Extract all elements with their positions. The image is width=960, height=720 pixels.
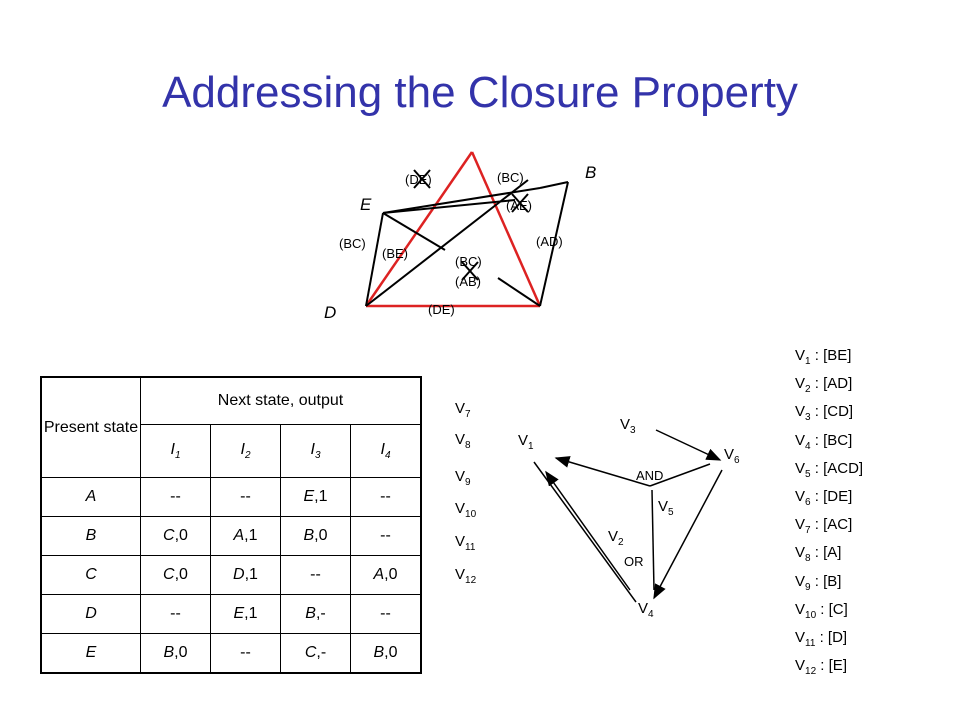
- vertex-v8: V8: [455, 431, 471, 451]
- red-edge-right: [470, 151, 542, 307]
- cross-mark-de: [413, 169, 431, 189]
- vertex-list-item: V1 : [BE]: [795, 347, 852, 367]
- edge-label-de-bottom: (DE): [428, 302, 455, 317]
- next-state-cell: E,1: [210, 594, 281, 634]
- edge-b-bottom: [539, 181, 569, 307]
- arrow-v4-v1: [545, 470, 631, 591]
- vertex-list-item: V6 : [DE]: [795, 488, 853, 509]
- next-state-cell: --: [210, 633, 281, 674]
- vertex-list: V1 : [BE] V2 : [AD] V3 : [CD] V4 : [BC] V5 :…: [795, 345, 863, 683]
- table-row: A----E,1--: [40, 477, 422, 517]
- state-cell: B: [40, 516, 141, 556]
- next-state-cell: B,0: [350, 633, 422, 674]
- next-state-header: Next state, output: [140, 376, 422, 425]
- next-state-cell: C,0: [140, 555, 211, 595]
- edge-b-right: [539, 181, 569, 189]
- vertex-list-item: V7 : [AC]: [795, 516, 853, 537]
- edge-label-de-top: (DE): [405, 172, 432, 187]
- vertex-list-item: V9 : [B]: [795, 572, 842, 593]
- edge-label-be: (BE): [382, 246, 408, 261]
- vertex-v7: V7: [455, 400, 471, 420]
- edge-label-ae-top: (AE): [506, 198, 532, 213]
- edge-label-ab-mid: (AB): [455, 274, 481, 289]
- arrow-v6-v4: [653, 469, 723, 600]
- state-table: Present state Next state, output I1 I2 I…: [40, 376, 422, 674]
- next-state-cell: --: [210, 477, 281, 517]
- edge-d-b: [365, 179, 529, 307]
- next-state-cell: --: [350, 516, 422, 556]
- edge-label-bc-top: (BC): [497, 170, 524, 185]
- next-state-cell: B,-: [280, 594, 351, 634]
- input-header-i1: I1: [140, 424, 211, 478]
- cross-mark-bc: [461, 261, 479, 281]
- graph-node-v1: V1: [518, 432, 534, 452]
- next-state-cell: --: [140, 594, 211, 634]
- vertex-v11: V11: [455, 533, 476, 553]
- graph-node-v3: V3: [620, 416, 636, 436]
- vertex-v9: V9: [455, 468, 471, 488]
- edge-label-bc-left: (BC): [339, 236, 366, 251]
- edge-label-bc-mid: (BC): [455, 254, 482, 269]
- vertex-list-item: V11 : [D]: [795, 629, 848, 650]
- graph-node-v5: V5: [658, 498, 674, 518]
- next-state-cell: E,1: [280, 477, 351, 517]
- next-state-cell: D,1: [210, 555, 281, 595]
- next-state-cell: A,0: [350, 555, 422, 595]
- graph-node-v2: V2: [608, 528, 624, 548]
- present-state-header: Present state: [40, 376, 141, 478]
- vertex-v12: V12: [455, 566, 477, 586]
- vertex-list-item: V2 : [AD]: [795, 375, 853, 396]
- next-state-cell: --: [350, 594, 422, 634]
- slide-title: Addressing the Closure Property: [162, 68, 798, 117]
- cross-mark-ae: [511, 193, 529, 213]
- arrow-and-v6: [649, 463, 711, 487]
- input-header-i2: I2: [210, 424, 281, 478]
- vertex-list-item: V8 : [A]: [795, 544, 842, 565]
- edge-e-d: [365, 212, 384, 307]
- next-state-cell: --: [350, 477, 422, 517]
- vertex-v10: V10: [455, 500, 477, 520]
- arrow-and-v1: [554, 456, 651, 487]
- arrow-v5-and: [651, 489, 655, 591]
- vertex-list-item: V12 : [E]: [795, 657, 847, 678]
- vertex-list-item: V5 : [ACD]: [795, 459, 864, 480]
- graph-node-v6: V6: [724, 446, 740, 466]
- next-state-cell: C,0: [140, 516, 211, 556]
- state-cell: A: [40, 477, 141, 517]
- edge-label-ad: (AD): [536, 234, 563, 249]
- arrow-v3-v6: [655, 429, 722, 461]
- next-state-cell: B,0: [280, 516, 351, 556]
- or-label: OR: [624, 554, 644, 569]
- next-state-cell: --: [140, 477, 211, 517]
- state-cell: E: [40, 633, 141, 674]
- red-edge-left: [364, 151, 474, 307]
- vertex-list-item: V3 : [CD]: [795, 403, 854, 424]
- input-header-i4: I4: [350, 424, 422, 478]
- node-e-label: E: [360, 195, 372, 214]
- input-header-i3: I3: [280, 424, 351, 478]
- graph-node-v4: V4: [638, 600, 654, 620]
- edge-mid-right: [497, 277, 541, 307]
- state-cell: D: [40, 594, 141, 634]
- next-state-cell: C,-: [280, 633, 351, 674]
- edge-e-mid: [382, 212, 446, 251]
- node-b-label: B: [585, 163, 596, 182]
- vertex-list-item: V10 : [C]: [795, 600, 848, 621]
- next-state-cell: --: [280, 555, 351, 595]
- next-state-cell: B,0: [140, 633, 211, 674]
- next-state-cell: A,1: [210, 516, 281, 556]
- vertex-list-item: V4 : [BC]: [795, 431, 853, 452]
- node-d-label: D: [324, 303, 336, 322]
- state-cell: C: [40, 555, 141, 595]
- and-label: AND: [636, 468, 663, 483]
- edge-e-ae: [382, 199, 516, 214]
